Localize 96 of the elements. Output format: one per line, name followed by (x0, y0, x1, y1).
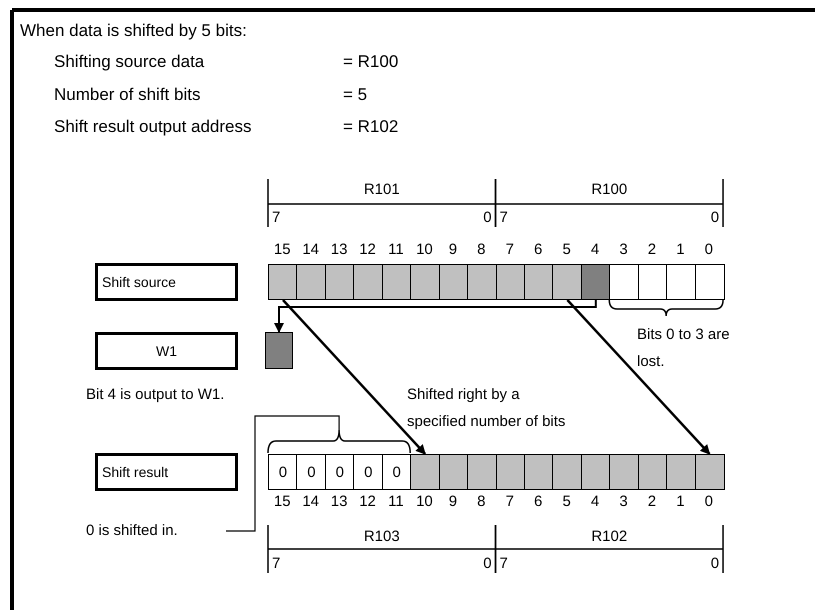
bit-number: 13 (330, 493, 348, 511)
bit-number: 7 (500, 209, 508, 227)
bit-cell (467, 264, 498, 300)
parameter-name: Shift result output address (54, 116, 252, 137)
parameter-value: = R100 (343, 51, 398, 72)
bit-cell (638, 454, 668, 490)
parameter-value: = R102 (343, 116, 398, 137)
bit-cell (666, 454, 696, 490)
bit-number: 4 (590, 493, 600, 511)
parameter-value: = 5 (343, 84, 368, 105)
heading-text: When data is shifted by 5 bits: (20, 20, 247, 41)
bit-cell (496, 264, 526, 300)
bit-cell (694, 454, 725, 490)
bit-number: 7 (272, 555, 280, 573)
bit-number: 11 (388, 241, 404, 259)
register-name: R101 (364, 181, 400, 199)
bit-cell (410, 264, 440, 300)
bit-number: 10 (416, 493, 433, 511)
bit-number: 15 (274, 241, 291, 259)
bit-number: 13 (330, 241, 348, 259)
bit-number: 0 (483, 555, 492, 573)
arrow (282, 299, 426, 455)
bit-cell (296, 264, 326, 300)
bit-cell (324, 264, 355, 300)
bit-cell (552, 454, 582, 490)
bit-cell (410, 454, 440, 490)
bit-cell (609, 454, 640, 490)
bit-number: 4 (590, 241, 600, 259)
bit-cell (524, 264, 554, 300)
bit-number: 0 (710, 555, 720, 573)
parameter-name: Number of shift bits (54, 84, 200, 105)
register-name: R103 (364, 528, 400, 546)
bit-number: 12 (359, 241, 376, 259)
bit-number: 14 (302, 241, 319, 259)
bit-number: 2 (648, 241, 656, 259)
bit-cell (353, 264, 384, 300)
bit-number: 14 (302, 493, 319, 511)
bit-cell (609, 264, 640, 300)
bit-cell: 0 (296, 454, 326, 490)
note-text: Shifted right by a specified number of bits (407, 385, 566, 432)
label-box: Shift result (95, 453, 238, 491)
bit-number: 0 (483, 209, 492, 227)
bit-number: 5 (562, 493, 571, 511)
bit-number: 6 (534, 493, 542, 511)
parameter-name: Shifting source data (54, 51, 204, 72)
bit-number: 0 (710, 209, 720, 227)
bracket (267, 429, 411, 454)
bit-cell (694, 264, 725, 300)
bit-cell (438, 454, 469, 490)
bit-number: 8 (477, 241, 486, 259)
note-text: 0 is shifted in. (86, 522, 178, 540)
bit-number: 3 (619, 493, 628, 511)
leader-line (226, 415, 340, 532)
arrow (566, 299, 710, 455)
bit-number: 6 (534, 241, 542, 259)
bit-cell (580, 264, 611, 300)
bit-cell: 0 (324, 454, 355, 490)
register-name: R100 (591, 181, 628, 199)
bit-cell (438, 264, 469, 300)
bit-number: 8 (477, 493, 486, 511)
bit-number: 7 (500, 555, 508, 573)
bit-cell (580, 454, 611, 490)
bit-cell: 0 (353, 454, 384, 490)
bit-number: 7 (506, 241, 514, 259)
bit-cell (265, 332, 293, 369)
label-box: Shift source (95, 263, 238, 301)
note-text: Bit 4 is output to W1. (86, 386, 224, 404)
note-text: Bits 0 to 3 are lost. (637, 325, 731, 372)
bit-number: 5 (562, 241, 571, 259)
bit-cell (496, 454, 526, 490)
bit-cell (666, 264, 696, 300)
register-name: R102 (591, 528, 628, 546)
bit-cell (552, 264, 582, 300)
bit-number: 3 (619, 241, 628, 259)
bit-cell (382, 264, 412, 300)
bit-number: 2 (648, 493, 656, 511)
bit-number: 0 (704, 241, 713, 259)
bit-number: 11 (388, 493, 404, 511)
bit-number: 15 (274, 493, 291, 511)
arrow (274, 300, 597, 333)
bit-number: 7 (272, 209, 280, 227)
label-box: W1 (95, 332, 238, 370)
bit-cell (524, 454, 554, 490)
bit-cell (638, 264, 668, 300)
bit-number: 0 (704, 493, 713, 511)
bit-cell (268, 264, 298, 300)
bit-number: 1 (676, 241, 685, 259)
bit-number: 9 (448, 241, 458, 259)
bit-number: 9 (448, 493, 458, 511)
bit-number: 7 (506, 493, 514, 511)
bit-number: 12 (359, 493, 376, 511)
bit-cell: 0 (268, 454, 298, 490)
bit-cell (467, 454, 498, 490)
bit-cell: 0 (382, 454, 412, 490)
bit-number: 10 (416, 241, 433, 259)
bit-number: 1 (676, 493, 685, 511)
